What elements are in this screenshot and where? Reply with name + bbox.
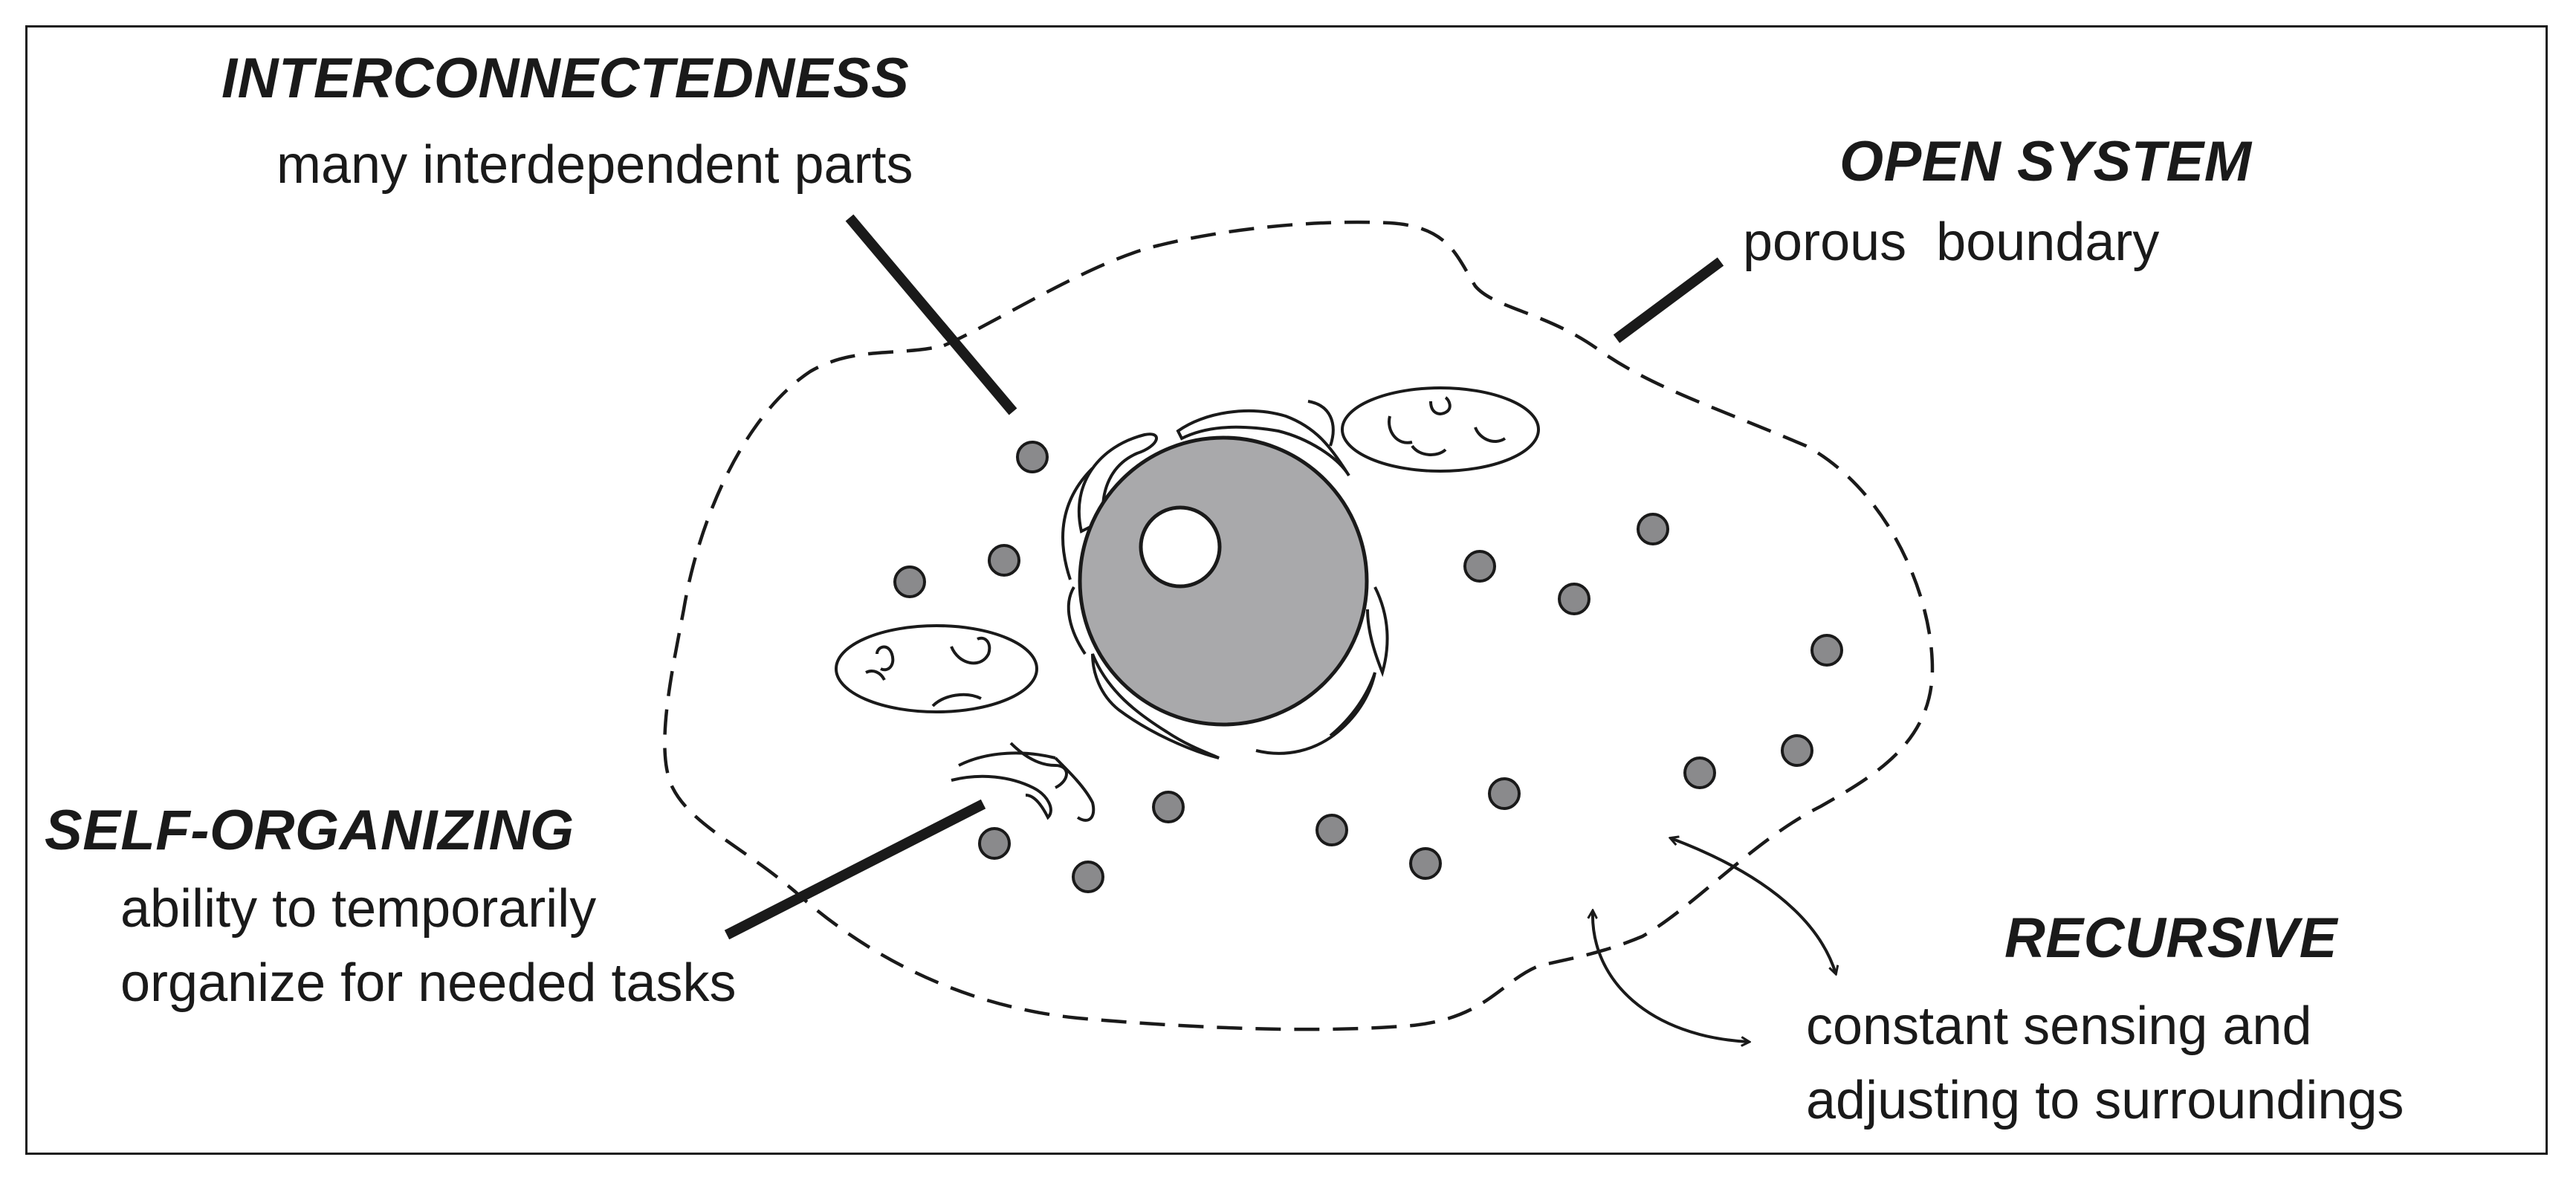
- diagram-frame: [25, 25, 2548, 1155]
- organelle-dot: [1781, 734, 1813, 767]
- leader-line-open-system: [1613, 257, 1724, 343]
- leader-lines: [724, 214, 1724, 940]
- organelle-dot: [978, 827, 1011, 860]
- nucleolus-icon: [1139, 505, 1222, 589]
- self-organizing-heading: SELF-ORGANIZING: [45, 799, 575, 862]
- organelle-dot: [1463, 550, 1496, 583]
- organelle-dot: [1683, 756, 1716, 789]
- recursive-description-line1: constant sensing and: [1806, 997, 2312, 1056]
- organelle-dot: [1637, 513, 1669, 545]
- open-system-description: porous boundary: [1743, 213, 2160, 272]
- recursive-heading: RECURSIVE: [2004, 907, 2337, 970]
- open-system-heading: OPEN SYSTEM: [1839, 130, 2252, 193]
- organelle-dot: [1315, 814, 1348, 846]
- organelle-dot: [1016, 441, 1049, 473]
- recursive-description-line2: adjusting to surroundings: [1806, 1071, 2404, 1130]
- mitochondria-icon: [835, 386, 1540, 713]
- endoplasmic-reticulum-icon: [951, 400, 1389, 822]
- self-organizing-description-line2: organize for needed tasks: [120, 953, 737, 1013]
- leader-line-interconnectedness: [845, 214, 1017, 415]
- interconnectedness-description: many interdependent parts: [276, 135, 913, 195]
- interconnectedness-heading: INTERCONNECTEDNESS: [221, 47, 910, 110]
- organelle-dot: [1488, 777, 1521, 810]
- organelle-dot: [1810, 634, 1843, 667]
- organelle-dot: [1409, 847, 1442, 880]
- double-headed-arrow-icon: [1593, 838, 1836, 1042]
- organelle-dot: [1152, 791, 1185, 823]
- organelle-dot: [1558, 583, 1590, 615]
- organelle-dots: [893, 441, 1843, 893]
- nucleus-icon: [1078, 435, 1369, 727]
- self-organizing-description-line1: ability to temporarily: [120, 879, 597, 939]
- leader-line-self-organizing: [724, 799, 986, 940]
- organelle-dot: [893, 566, 926, 598]
- organelle-dot: [988, 544, 1020, 577]
- organelle-dot: [1072, 861, 1104, 893]
